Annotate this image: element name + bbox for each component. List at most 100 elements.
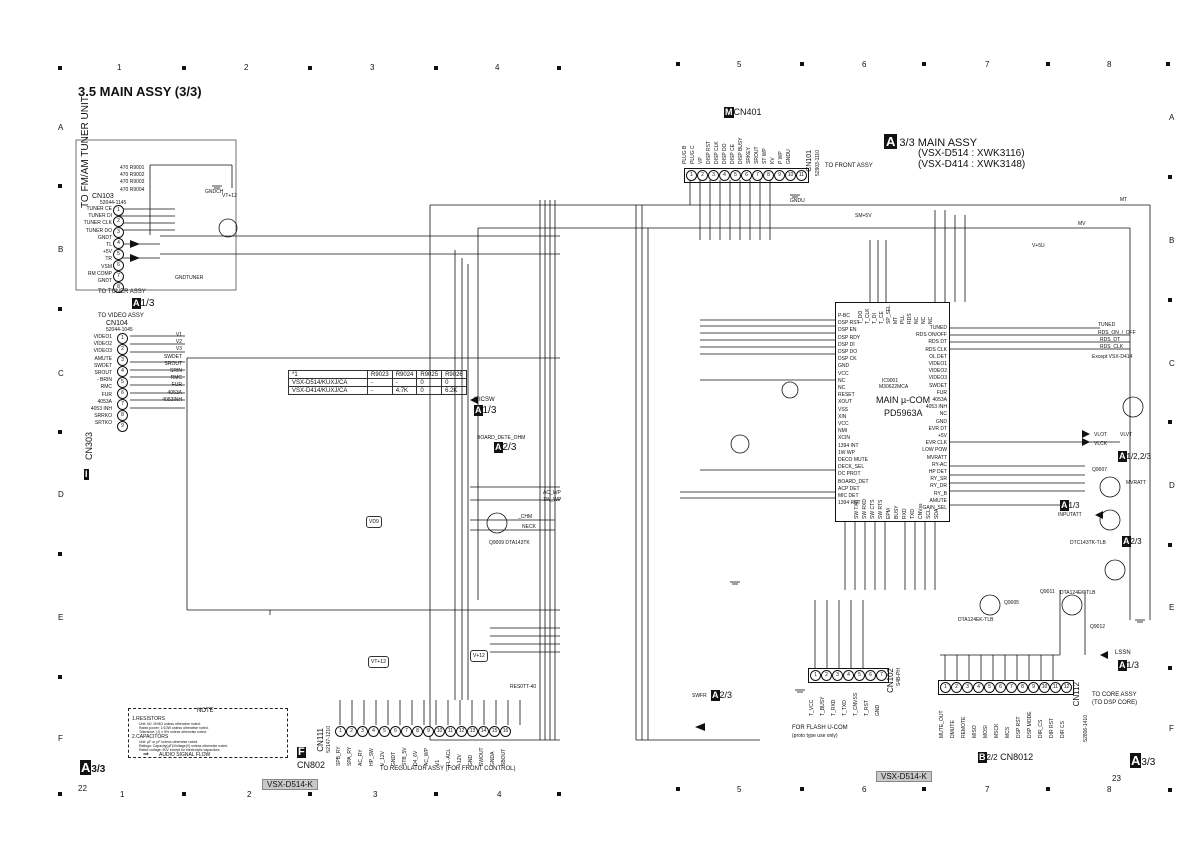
note-capacitors-head: 2.CAPACITORS <box>132 734 169 740</box>
table-cell: VSX-D414/KUXJ/CA <box>288 386 368 395</box>
cn111-pin: +12V <box>457 754 463 766</box>
assy-fraction: 3/3 <box>91 764 106 775</box>
cn8012-pin: DSP MODE <box>1027 711 1033 738</box>
mcu-pin: T_CE <box>879 311 885 324</box>
grid-col-top-4: 4 <box>495 63 500 72</box>
cn401-pin: DISP RST <box>706 141 712 164</box>
q9007-label: Q9007 <box>1092 467 1108 473</box>
cn102-part: S4B-PH <box>896 668 902 687</box>
assy-badge: A <box>711 690 720 701</box>
note-title: NOTE <box>197 708 214 714</box>
grid-marker <box>676 787 680 791</box>
grid-col-top-6: 6 <box>862 60 867 69</box>
mcu-pin: SCL <box>926 509 932 519</box>
cn102-pin: T_RST <box>864 700 870 716</box>
grid-marker <box>1046 62 1050 66</box>
mcu-ref: IC9001 <box>882 378 899 384</box>
mcu-pin: 1394 INT <box>838 442 859 449</box>
connector-pin: 9 <box>1028 682 1039 693</box>
cn8012-pin: MSCK <box>994 723 1000 738</box>
connector-pin: 8 <box>1017 682 1028 693</box>
video-signal: RMC <box>170 375 182 382</box>
connector-pin: 5 <box>730 170 741 181</box>
connector-pin: 8 <box>117 410 128 421</box>
cn401-pin-list: PLUG B PLUG C VP DISP RST DISP CLK DISP … <box>682 126 794 164</box>
mcu-pin: RXD <box>902 508 908 519</box>
v5u-label-top: V+5U <box>1032 243 1045 249</box>
grid-marker <box>308 792 312 796</box>
connector-pin: 5 <box>113 249 124 260</box>
mcu-pin: RY_SR <box>930 476 947 483</box>
mcu-pin: RY-AC <box>931 461 947 468</box>
mcu-pin: T_DO <box>858 310 864 324</box>
video-signal: SROUT <box>164 360 183 367</box>
connector-pin: 8 <box>113 282 124 293</box>
mcu-pin: 1394 RST <box>838 500 861 507</box>
vt12-label-mid: VT+12 <box>368 656 389 668</box>
mcu-pin: RDS DT <box>928 339 947 346</box>
assy-fraction: 2/3 <box>1130 537 1142 546</box>
page-number-left: 22 <box>78 784 87 793</box>
grid-marker <box>58 184 62 188</box>
to-regulator-label: TO REGULATOR ASSY (FOR FRONT CONTROL) <box>380 766 516 772</box>
cn102-pin-list: T_VCC T_BUSY T_RXD T_TXD T_CNVSS T_RST G… <box>809 686 886 716</box>
connector-pin: 3 <box>357 726 368 737</box>
board-ref: A2/3 <box>494 442 516 453</box>
cn102-label: CN102 <box>886 668 895 693</box>
vw-wp-label: 1W_WP <box>543 497 562 503</box>
cn103-label: CN103 <box>92 193 114 200</box>
grid-marker <box>308 66 312 70</box>
connector-pin: 11 <box>1050 682 1061 693</box>
gndtuner-label: GNDTUNER <box>175 275 204 281</box>
connector-pin: 6 <box>865 670 876 681</box>
connector-pin: 10 <box>785 170 796 181</box>
mcu-pin: NMI <box>838 428 848 435</box>
cn8012-ref: B2/2 CN8012 <box>978 752 1033 763</box>
cn111-pin: GND <box>468 754 474 766</box>
connector-pin: 7 <box>876 670 887 681</box>
cn103-pin: TUNER DI <box>88 213 112 220</box>
model-line-1: (VSX-D514 : XWK3116) <box>918 148 1025 159</box>
table-header-cell: R9026 <box>441 370 467 379</box>
cn401-pin: ST WP <box>762 148 768 164</box>
video-signal: FUR <box>171 382 182 389</box>
cn104-pin: SROUT <box>94 370 113 377</box>
assy-badge: A <box>80 760 92 775</box>
cn104-pin-list: VIDEO1 VIDEO2 VIDEO3 AMUTE SWDET SROUT -… <box>76 334 112 428</box>
micsw-ref: A1/3 <box>474 405 496 416</box>
mcu-pin: LOW POW <box>922 447 947 454</box>
grid-col-bottom-7: 7 <box>985 785 990 794</box>
video-signal: SRIN <box>170 368 182 375</box>
cn8012-pin: MUTE_OUT <box>939 710 945 739</box>
assy-badge: A <box>494 442 503 453</box>
cn401-pin: P WP <box>778 151 784 164</box>
cn103-part: 52044-1145 <box>100 200 127 206</box>
cn401-pin: PLUG B <box>682 145 688 164</box>
connector-pin: 3 <box>832 670 843 681</box>
grid-col-bottom-6: 6 <box>862 785 867 794</box>
note-capacitor-line: Ratings: Capacity(µF)/Voltage(V) unless … <box>139 744 228 748</box>
mcu-pin: VIDEO3 <box>928 375 947 382</box>
bottom-left-ref: A3/3 <box>80 760 105 775</box>
mcu-pin: RESET <box>838 392 855 399</box>
grid-marker <box>922 62 926 66</box>
swfr-ref: A2/3 <box>711 690 732 701</box>
grid-col-bottom-8: 8 <box>1107 785 1112 794</box>
grid-row-left-e: E <box>58 613 64 622</box>
cn104-pin: VIDEO3 <box>93 348 112 355</box>
mcu-model: PD5963A <box>884 408 923 418</box>
mcu-pin: ACP DET <box>838 485 860 492</box>
cn102-pin: T_VCC <box>809 699 815 716</box>
cn111-pin: V1 <box>435 759 441 766</box>
cn111-pin: HP_SW <box>369 748 375 766</box>
cn101-connector: 1 2 3 4 5 6 7 8 9 10 11 <box>684 168 809 183</box>
mcu-pin: TXD <box>910 509 916 519</box>
grid-marker <box>1168 543 1172 547</box>
grid-row-left-d: D <box>58 490 64 499</box>
table-header-cell: R9025 <box>416 370 443 379</box>
grid-marker <box>58 307 62 311</box>
arrow-right-icon: ⇒ <box>143 751 149 758</box>
cn8012-pin: DIR_CS <box>1038 719 1044 738</box>
connector-pin: 4 <box>973 682 984 693</box>
mcu-pin: XCIN <box>838 435 850 442</box>
